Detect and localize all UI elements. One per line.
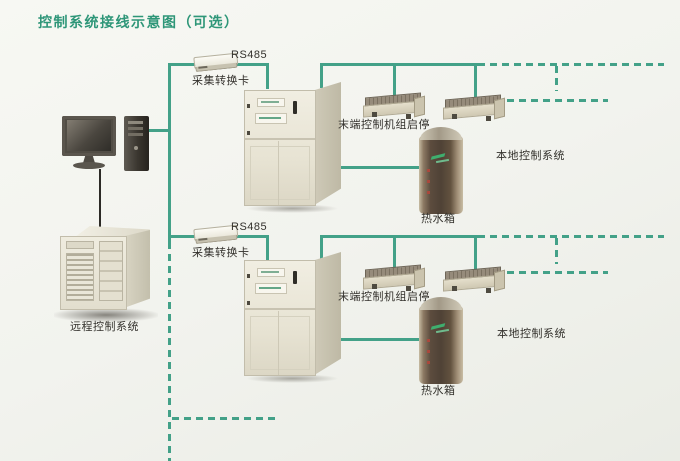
cabinet-to-tank-wire-1 <box>336 166 420 169</box>
water-tank-label-1: 热水箱 <box>421 213 456 225</box>
terminal-bus-wire-1 <box>320 63 478 66</box>
future-units-wire-dashed-2 <box>507 271 608 274</box>
converter-label-2: 采集转换卡 <box>192 247 250 259</box>
local-system-label-2: 本地控制系统 <box>497 328 566 340</box>
main-bus-wire-vertical <box>168 63 171 242</box>
hot-water-tank-icon-1 <box>419 127 463 215</box>
server-tower-icon <box>54 226 158 322</box>
rs485-label-2: RS485 <box>231 221 268 233</box>
bus-drop-dashed-2 <box>555 238 558 264</box>
local-system-label-1: 本地控制系统 <box>496 150 565 162</box>
cabinet-to-tank-wire-2 <box>336 338 420 341</box>
hot-water-tank-icon-2 <box>419 297 463 385</box>
computer-to-bus-wire <box>147 129 170 132</box>
water-tank-label-2: 热水箱 <box>421 385 456 397</box>
monitor-screen <box>62 116 116 156</box>
terminal-units-label-1: 末端控制机组启停 <box>338 119 430 131</box>
fan-coil-unit-icon-2b <box>442 266 506 294</box>
converter-to-cabinet-wire-1 <box>266 63 269 89</box>
terminal-bus-extension-dashed-2 <box>478 235 664 238</box>
computer-to-server-cable <box>99 169 101 228</box>
future-units-wire-dashed-1 <box>507 99 608 102</box>
converter-label-1: 采集转换卡 <box>192 75 250 87</box>
heat-pump-cabinet-icon-1 <box>244 82 341 213</box>
fan-coil-unit-icon-2a <box>362 264 426 292</box>
bus-drop-cabinet-2 <box>320 235 323 260</box>
heat-pump-cabinet-icon-2 <box>244 252 341 383</box>
remote-system-label: 远程控制系统 <box>70 321 139 333</box>
bus-drop-cabinet-1 <box>320 63 323 88</box>
desktop-tower-icon <box>124 116 149 171</box>
page-title: 控制系统接线示意图（可选） <box>38 14 240 30</box>
future-branch-wire-dashed <box>172 417 277 420</box>
bus-drop-fancoil-1a <box>393 63 396 97</box>
terminal-bus-wire-2 <box>320 235 478 238</box>
converter-to-cabinet-wire-2 <box>266 235 269 261</box>
fan-coil-unit-icon-1a <box>362 92 426 120</box>
terminal-units-label-2: 末端控制机组启停 <box>338 291 430 303</box>
bus-drop-fancoil-1b <box>474 63 477 97</box>
bus-drop-fancoil-2b <box>474 235 477 270</box>
bus-drop-fancoil-2a <box>393 235 396 270</box>
fan-coil-unit-icon-1b <box>442 94 506 122</box>
rs485-label-1: RS485 <box>231 49 268 61</box>
monitor-icon <box>62 116 120 171</box>
bus-drop-dashed-1 <box>555 66 558 91</box>
terminal-bus-extension-dashed-1 <box>478 63 664 66</box>
main-bus-wire-vertical-dashed <box>168 242 171 461</box>
